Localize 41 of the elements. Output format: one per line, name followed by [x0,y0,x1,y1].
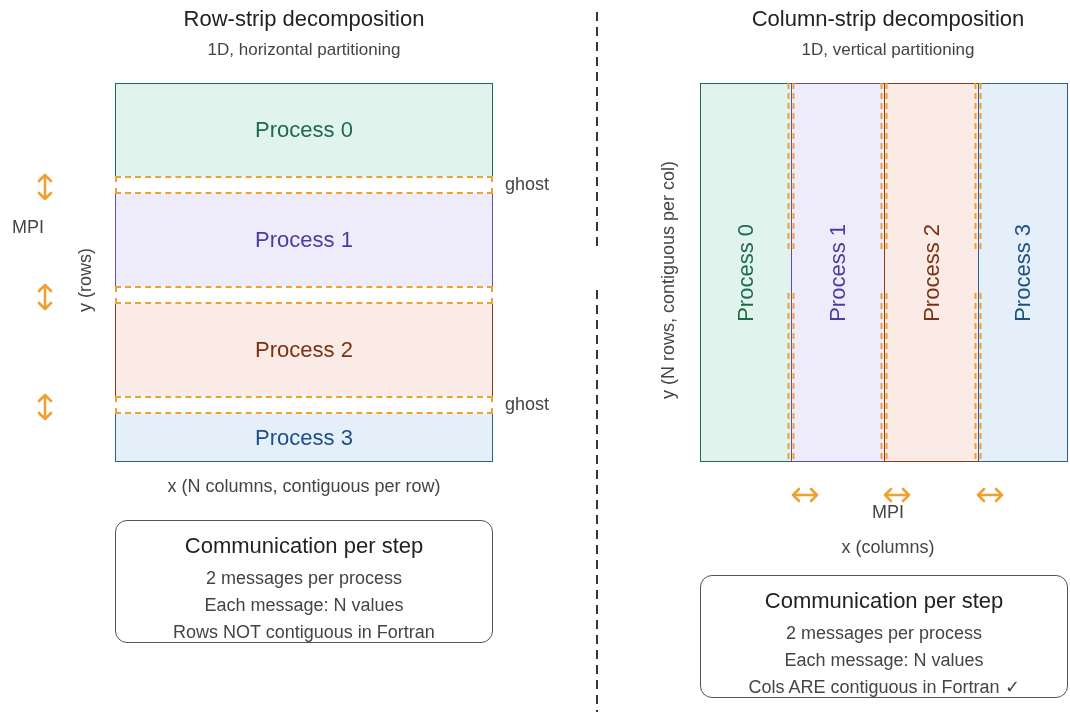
axis-label: y (rows) [74,248,96,312]
axis-note: MPI [12,217,44,238]
process-strip [978,83,1068,462]
ghost-strip [115,176,493,194]
process-label: Process 0 [733,223,759,322]
card-text: 2 messages per process [205,567,403,590]
process-strip [115,413,493,462]
panel-heading: Row-strip decomposition [183,6,425,32]
card-heading: Communication per step [764,588,1004,614]
process-label: Process 3 [255,424,353,451]
ghost-label: ghost [505,174,550,195]
ghost-strip [115,396,493,414]
panel-subheading: 1D, horizontal partitioning [207,40,401,60]
axis-note: MPI [872,502,904,523]
ghost-label: ghost [505,394,550,415]
card-text: 2 messages per process [785,622,983,645]
info-card [115,520,493,643]
card-text: Cols ARE contiguous in Fortran ✓ [748,676,1020,699]
panel-heading: Column-strip decomposition [751,6,1025,32]
process-label: Process 1 [825,223,851,322]
axis-label: x (columns) [841,537,935,558]
process-strip [115,83,493,177]
axis-label: y (N rows, contiguous per col) [657,160,679,400]
process-strip [884,83,979,462]
process-strip [115,303,493,397]
axis-label: x (N columns, contiguous per row) [167,476,441,497]
process-label: Process 1 [255,227,353,253]
card-text: Each message: N values [204,594,404,617]
card-heading: Communication per step [184,533,424,559]
ghost-strip [115,286,493,304]
process-strip [700,83,792,462]
card-text: Rows NOT contiguous in Fortran [173,621,435,644]
process-strip [115,193,493,287]
info-card [700,575,1068,698]
process-label: Process 0 [255,117,353,143]
process-label: Process 2 [918,223,945,322]
process-strip [791,83,885,462]
process-label: Process 3 [1010,223,1036,322]
panel-subheading: 1D, vertical partitioning [801,40,975,60]
process-label: Process 2 [255,337,353,363]
card-text: Each message: N values [784,649,984,672]
